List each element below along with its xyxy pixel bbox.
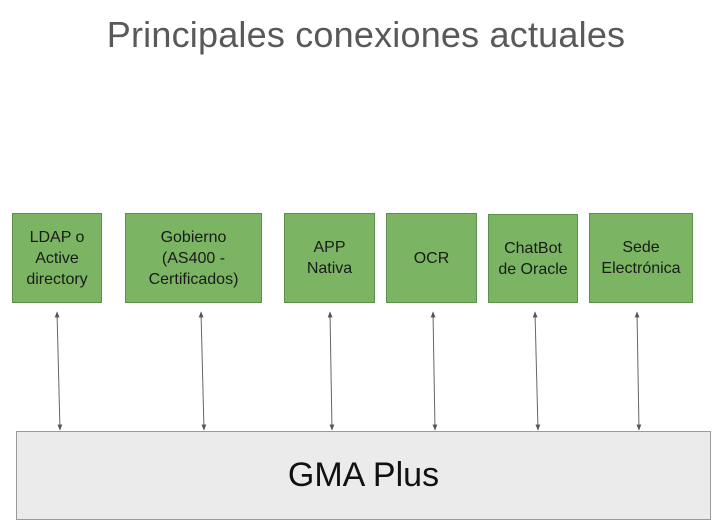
gma-plus-hub: GMA Plus — [16, 431, 711, 520]
box-chatbot-oracle: ChatBot de Oracle — [488, 214, 578, 303]
arrow-app-gma — [327, 311, 335, 431]
arrow-sede-gma — [634, 311, 642, 431]
arrow-chatbot-gma — [532, 311, 541, 431]
box-sede-electronica: Sede Electrónica — [589, 213, 693, 303]
diagram-title: Principales conexiones actuales — [106, 14, 626, 55]
arrow-gobierno-gma — [198, 311, 207, 431]
box-app-nativa: APP Nativa — [284, 213, 375, 303]
box-ldap-active-directory: LDAP o Active directory — [12, 213, 102, 303]
box-ocr: OCR — [386, 213, 477, 303]
box-gobierno-as400: Gobierno (AS400 - Certificados) — [125, 213, 262, 303]
arrow-ldap-gma — [54, 311, 63, 431]
arrow-ocr-gma — [430, 311, 438, 431]
